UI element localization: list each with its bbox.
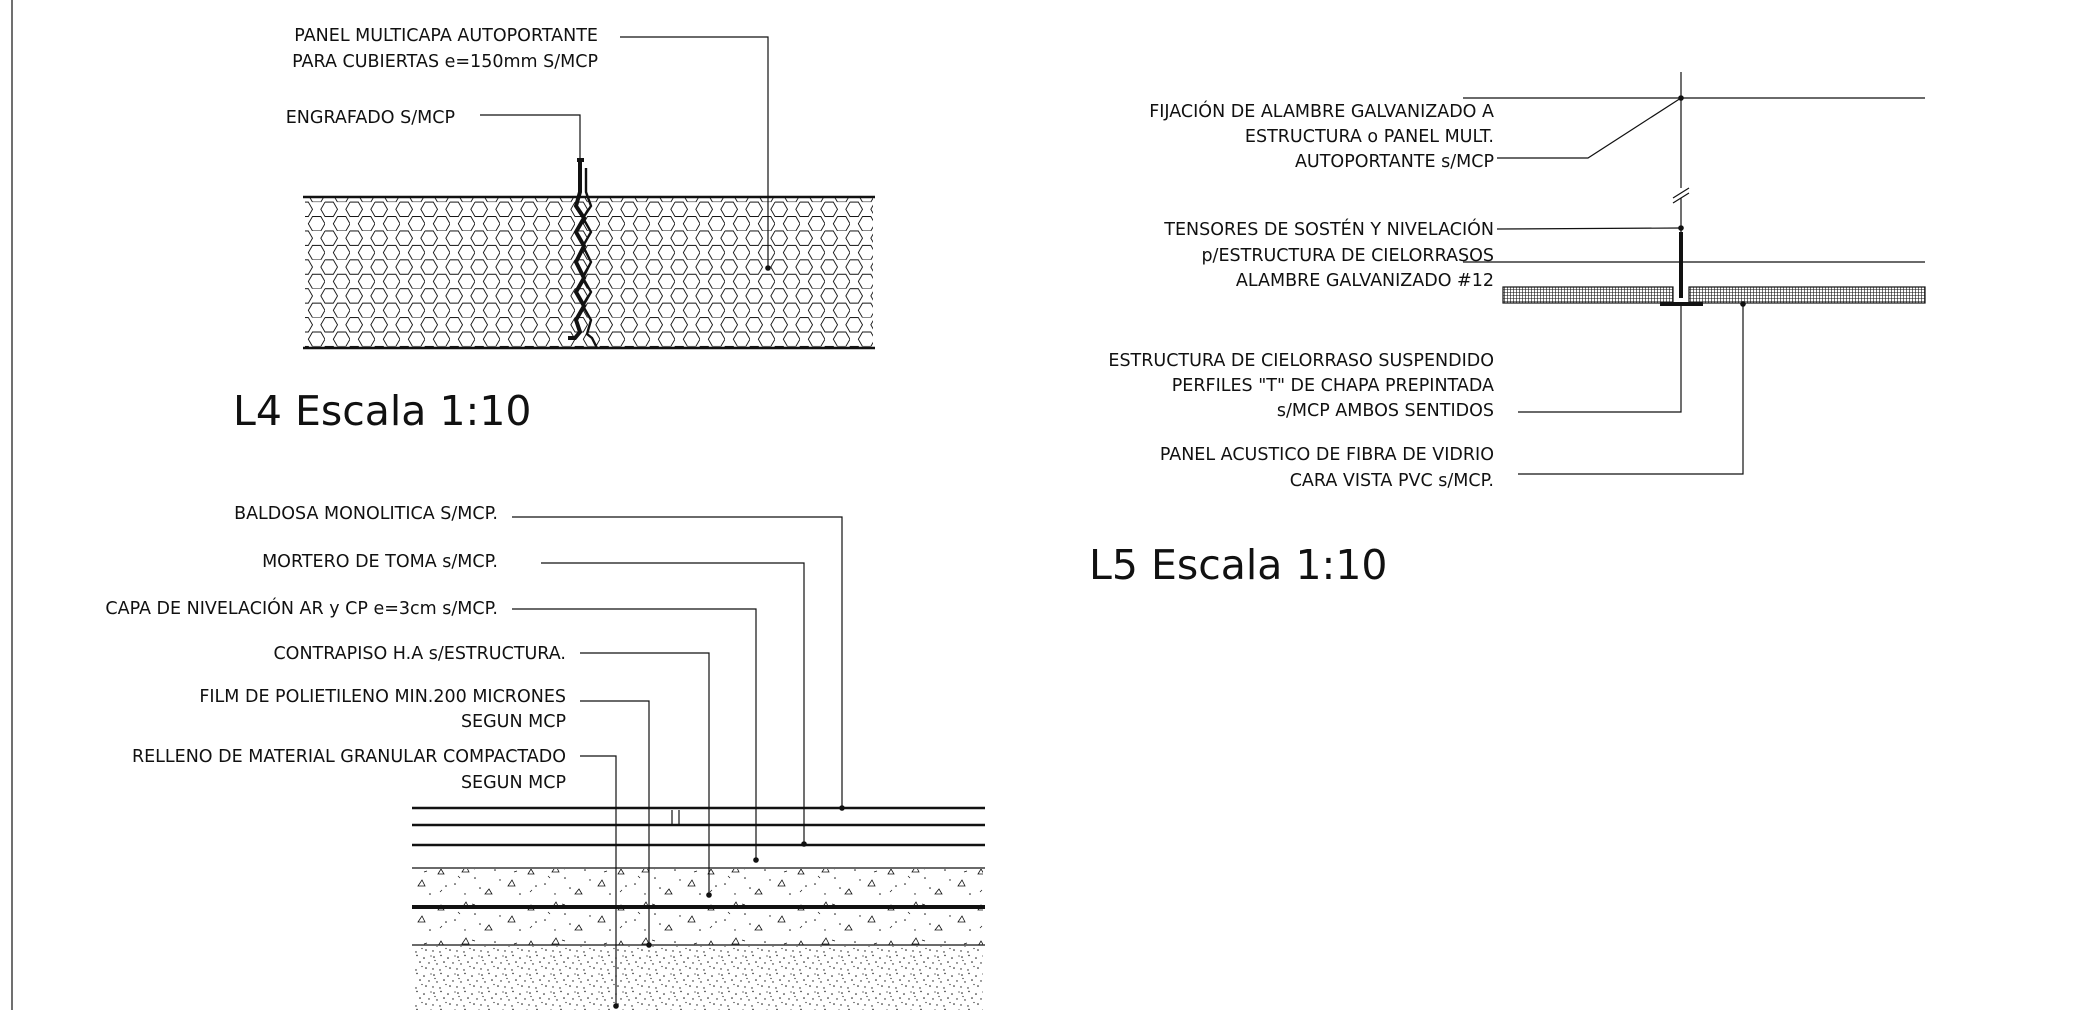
label-fijacion-1: FIJACIÓN DE ALAMBRE GALVANIZADO A: [1149, 100, 1494, 122]
detail-floor: BALDOSA MONOLITICA S/MCP. MORTERO DE TOM…: [105, 504, 985, 1010]
detail-l5: FIJACIÓN DE ALAMBRE GALVANIZADO A ESTRUC…: [1089, 72, 1926, 589]
label-panel-multicapa-2: PARA CUBIERTAS e=150mm S/MCP: [292, 52, 598, 72]
label-fijacion-3: AUTOPORTANTE s/MCP: [1295, 152, 1494, 172]
label-panel-acustico-1: PANEL ACUSTICO DE FIBRA DE VIDRIO: [1160, 445, 1494, 465]
label-tensores-3: ALAMBRE GALVANIZADO #12: [1236, 271, 1494, 291]
label-tensores-2: p/ESTRUCTURA DE CIELORRASOS: [1201, 246, 1494, 266]
sandwich-panel: [303, 195, 875, 350]
label-contrapiso: CONTRAPISO H.A s/ESTRUCTURA.: [273, 644, 566, 664]
label-film-polietileno-2: SEGUN MCP: [461, 712, 566, 732]
label-film-polietileno-1: FILM DE POLIETILENO MIN.200 MICRONES: [199, 687, 566, 707]
label-baldosa: BALDOSA MONOLITICA S/MCP.: [234, 504, 498, 524]
seam-clip: [568, 162, 587, 340]
detail-l4: PANEL MULTICAPA AUTOPORTANTE PARA CUBIER…: [233, 26, 875, 435]
label-estructura-2: PERFILES "T" DE CHAPA PREPINTADA: [1172, 376, 1494, 396]
label-engrafado: ENGRAFADO S/MCP: [286, 108, 455, 128]
label-relleno-1: RELLENO DE MATERIAL GRANULAR COMPACTADO: [132, 747, 566, 767]
label-estructura-1: ESTRUCTURA DE CIELORRASO SUSPENDIDO: [1108, 351, 1494, 371]
title-l4: L4 Escala 1:10: [233, 387, 532, 435]
label-panel-multicapa-1: PANEL MULTICAPA AUTOPORTANTE: [294, 26, 598, 46]
label-estructura-3: s/MCP AMBOS SENTIDOS: [1277, 401, 1494, 421]
title-l5: L5 Escala 1:10: [1089, 541, 1388, 589]
label-mortero: MORTERO DE TOMA s/MCP.: [262, 552, 498, 572]
label-relleno-2: SEGUN MCP: [461, 773, 566, 793]
label-fijacion-2: ESTRUCTURA o PANEL MULT.: [1245, 127, 1494, 147]
label-panel-acustico-2: CARA VISTA PVC s/MCP.: [1290, 471, 1494, 491]
label-tensores-1: TENSORES DE SOSTÉN Y NIVELACIÓN: [1163, 218, 1494, 240]
label-capa-nivelacion: CAPA DE NIVELACIÓN AR y CP e=3cm s/MCP.: [105, 597, 498, 619]
